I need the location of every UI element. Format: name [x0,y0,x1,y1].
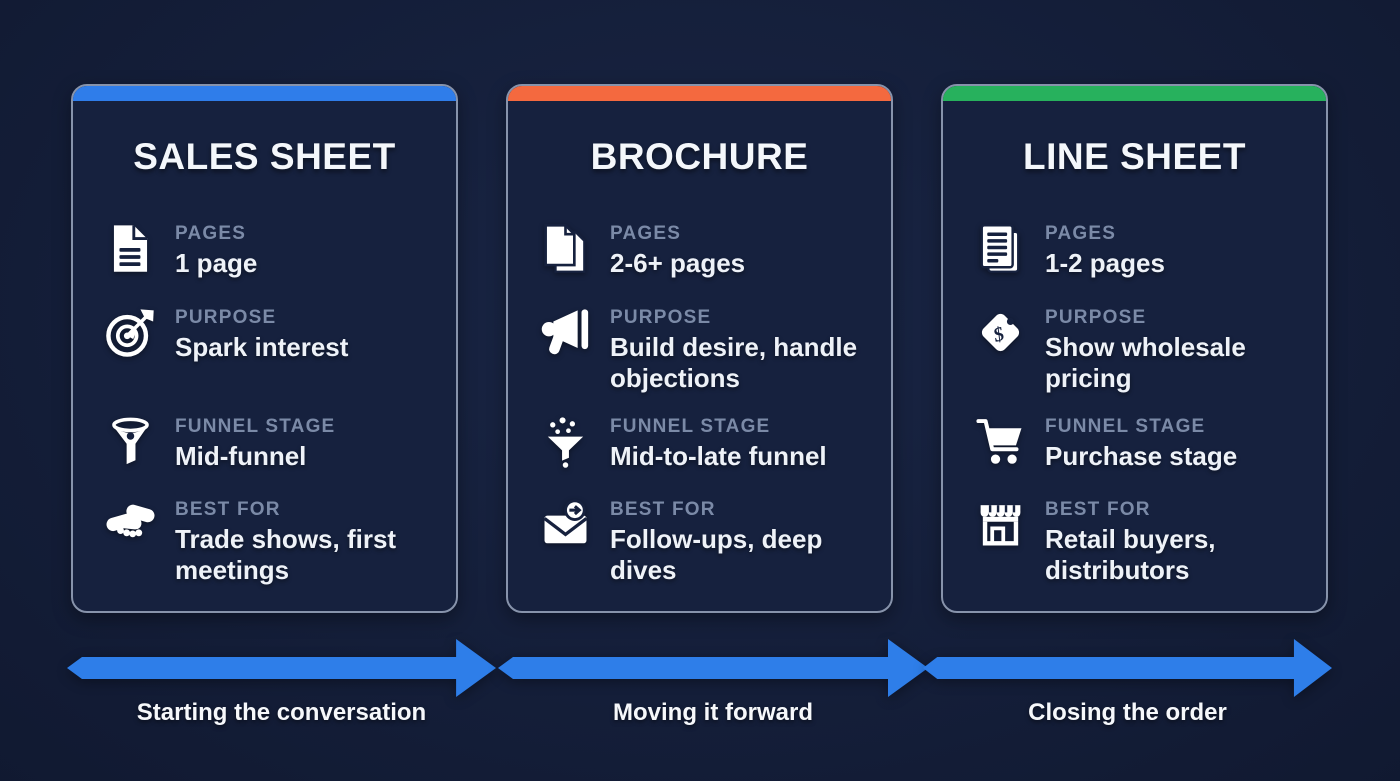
card-accent-bar [73,86,456,101]
card-title: SALES SHEET [133,136,396,177]
row-value: Mid-funnel [175,441,307,471]
card-line-sheet: LINE SHEET PAGES 1-2 pages $ PURPOSE Sho… [941,84,1328,613]
card-row-purpose: $ PURPOSE Show wholesale pricing [971,306,1306,394]
card-row-purpose: PURPOSE Spark interest [101,306,436,363]
cart-icon [971,415,1029,468]
card-row-funnel-stage: FUNNEL STAGE Mid-to-late funnel [536,415,871,472]
card-row-best-for: BEST FOR Retail buyers, distributors [971,498,1306,586]
row-label: BEST FOR [175,499,281,520]
row-value: Purchase stage [1045,441,1238,471]
timeline-arrow-1 [67,639,496,697]
row-value: 1 page [175,248,258,278]
card-row-funnel-stage: FUNNEL STAGE Purchase stage [971,415,1306,472]
row-value: Retail buyers, distributors [1045,524,1216,585]
card-row-purpose: PURPOSE Build desire, handle objections [536,306,871,394]
timeline-caption-1: Starting the conversation [136,699,427,726]
card-row-pages: PAGES 2-6+ pages [536,222,871,279]
row-value: 1-2 pages [1045,248,1165,278]
arrow-shape [923,639,1332,697]
row-value: 2-6+ pages [610,248,746,278]
target-arrow-icon [101,306,159,359]
card-row-funnel-stage: FUNNEL STAGE Mid-funnel [101,415,436,472]
arrow-shape [498,639,928,697]
row-label: PURPOSE [1045,307,1147,328]
row-label: PURPOSE [175,307,277,328]
storefront-icon [971,498,1029,551]
row-value: Build desire, handle objections [610,332,858,393]
timeline-arrow-3 [923,639,1332,697]
card-accent-bar [943,86,1326,101]
lined-document-icon [971,222,1029,275]
documents-stack-icon [536,222,594,275]
price-tag-icon: $ [971,306,1029,359]
row-label: BEST FOR [610,499,716,520]
timeline-caption-3: Closing the order [1028,699,1227,726]
card-sales-sheet: SALES SHEET PAGES 1 page PURPOSE Spark i… [71,84,458,613]
row-value: Show wholesale pricing [1045,332,1246,393]
row-label: PURPOSE [610,307,712,328]
card-title: LINE SHEET [1023,136,1246,177]
handshake-icon [101,498,159,551]
row-value: Follow-ups, deep dives [610,524,823,585]
megaphone-icon [536,306,594,359]
timeline-caption-2: Moving it forward [613,699,813,726]
card-row-pages: PAGES 1-2 pages [971,222,1306,279]
envelope-arrow-icon [536,498,594,551]
card-row-best-for: BEST FOR Trade shows, first meetings [101,498,436,586]
card-title: BROCHURE [590,136,809,177]
row-label: PAGES [610,223,682,244]
row-label: BEST FOR [1045,499,1151,520]
funnel-dots-icon [536,415,594,468]
card-row-pages: PAGES 1 page [101,222,436,279]
card-brochure: BROCHURE PAGES 2-6+ pages PURPOSE Build … [506,84,893,613]
row-label: FUNNEL STAGE [1045,416,1206,437]
timeline-arrow-2 [498,639,928,697]
row-value: Spark interest [175,332,349,362]
row-value: Trade shows, first meetings [175,524,397,585]
row-label: PAGES [1045,223,1117,244]
card-row-best-for: BEST FOR Follow-ups, deep dives [536,498,871,586]
card-accent-bar [508,86,891,101]
row-value: Mid-to-late funnel [610,441,827,471]
arrow-shape [67,639,496,697]
row-label: FUNNEL STAGE [175,416,336,437]
row-label: PAGES [175,223,247,244]
row-label: FUNNEL STAGE [610,416,771,437]
document-icon [101,222,159,275]
funnel-icon [101,415,159,468]
